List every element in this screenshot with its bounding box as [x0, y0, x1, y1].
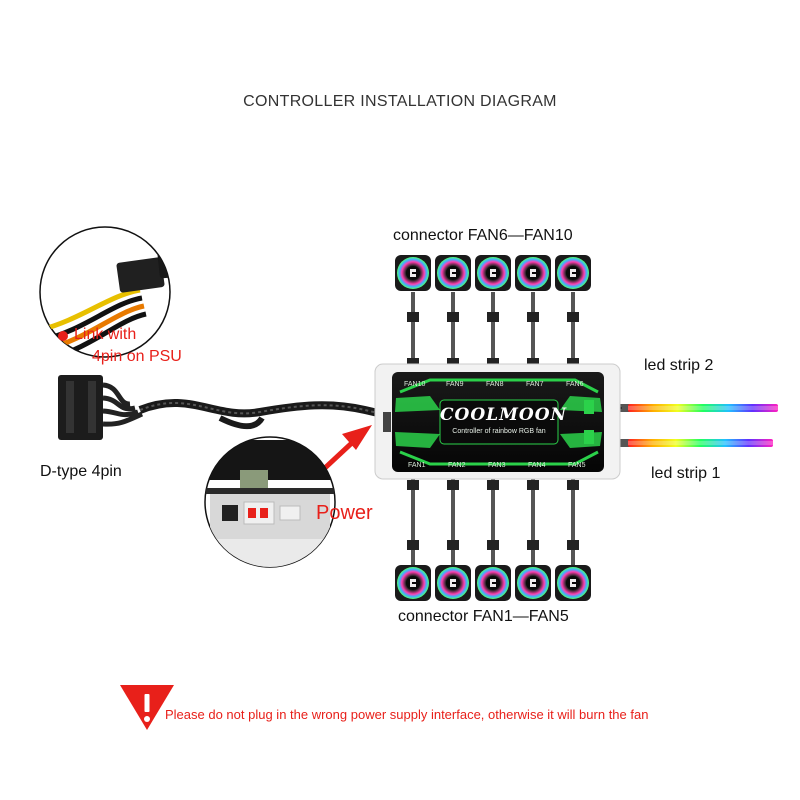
connector-top-label: connector FAN6—FAN10 [393, 227, 573, 244]
port-label-fan3: FAN3 [488, 462, 506, 469]
psu-molex-inset [39, 226, 171, 358]
port-label-fan8: FAN8 [486, 381, 504, 388]
port-label-fan9: FAN9 [446, 381, 464, 388]
diagram-title: CONTROLLER INSTALLATION DIAGRAM [243, 93, 557, 110]
link-label-line2: 4pin on PSU [92, 348, 182, 365]
warning-text: Please do not plug in the wrong power su… [165, 707, 649, 722]
fan-icon [475, 565, 511, 601]
power-port-inset [204, 436, 336, 568]
fan-icon [395, 565, 431, 601]
warning-triangle-icon [120, 685, 174, 730]
port-label-fan7: FAN7 [526, 381, 544, 388]
led-strip-1-label: led strip 1 [651, 465, 721, 482]
led-strip-1-graphic [620, 439, 773, 447]
controller-brand: COOLMOON [440, 405, 568, 425]
fan-icon [555, 565, 591, 601]
bottom-fan-row [395, 565, 591, 601]
fan-icon [395, 255, 431, 291]
led-strip-2-graphic [618, 404, 778, 412]
port-label-fan6: FAN6 [566, 381, 584, 388]
link-label-line1: Link with [74, 326, 137, 343]
bottom-fan-cables [411, 478, 575, 565]
port-label-fan5: FAN5 [568, 462, 586, 469]
top-fan-cables [411, 292, 575, 368]
port-label-fan10: FAN10 [404, 381, 426, 388]
port-label-fan1: FAN1 [408, 462, 426, 469]
top-fan-row [395, 255, 591, 291]
controller-body [374, 363, 621, 480]
fan-icon [475, 255, 511, 291]
controller-subtitle: Controller of rainbow RGB fan [452, 428, 546, 435]
power-label: Power [316, 502, 373, 524]
port-label-fan4: FAN4 [528, 462, 546, 469]
fan-icon [515, 255, 551, 291]
led-strip-2-label: led strip 2 [644, 357, 714, 374]
fan-icon [555, 255, 591, 291]
fan-icon [515, 565, 551, 601]
dtype-connector [58, 375, 144, 440]
port-label-fan2: FAN2 [448, 462, 466, 469]
connector-bottom-label: connector FAN1—FAN5 [398, 608, 569, 625]
fan-icon [435, 565, 471, 601]
dtype-4pin-label: D-type 4pin [40, 463, 122, 480]
fan-icon [435, 255, 471, 291]
